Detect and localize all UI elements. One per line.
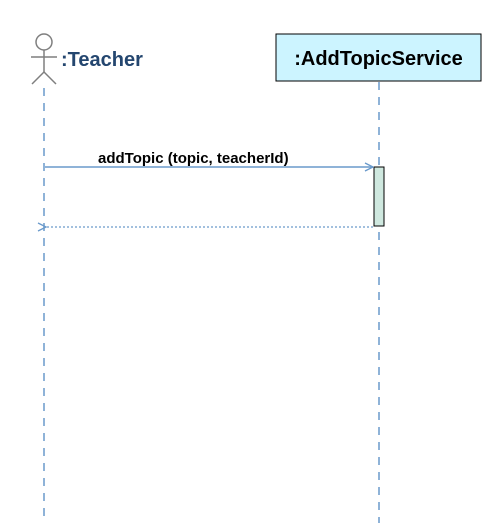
teacher-actor: :Teacher	[31, 33, 143, 85]
add-topic-message: addTopic (topic, teacherId)	[45, 150, 373, 167]
stick-figure-icon	[31, 33, 57, 85]
message-label: addTopic (topic, teacherId)	[98, 150, 289, 167]
activation-bar	[373, 166, 385, 227]
participant-label: :AddTopicService	[294, 48, 463, 70]
teacher-actor-label: :Teacher	[61, 49, 143, 71]
add-topic-service-participant: :AddTopicService	[275, 33, 482, 82]
participant-box	[275, 33, 482, 82]
